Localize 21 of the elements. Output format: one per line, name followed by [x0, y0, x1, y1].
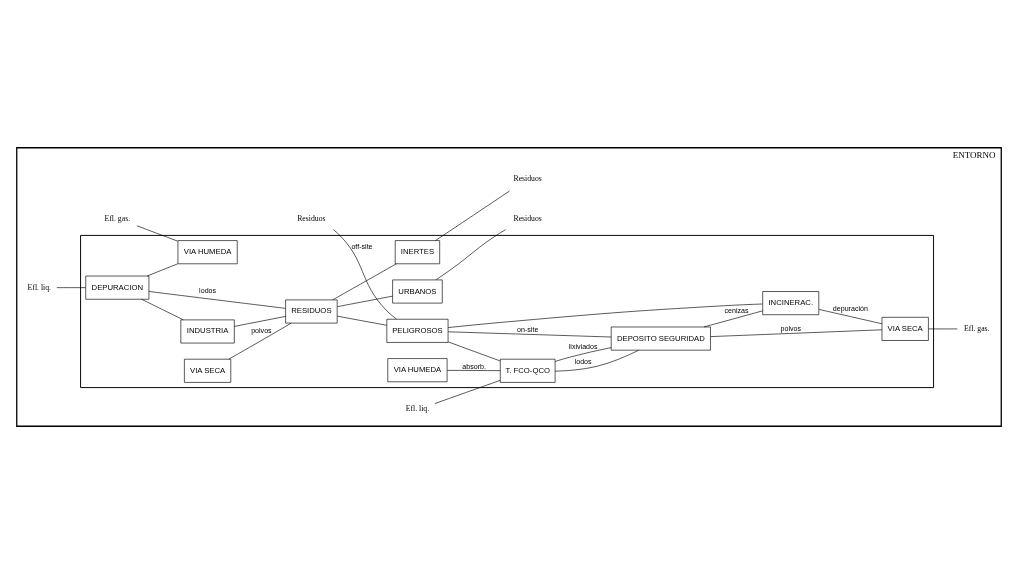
connector	[337, 295, 393, 307]
connector	[228, 322, 292, 360]
connector	[928, 328, 958, 330]
connector	[703, 310, 763, 328]
connector	[435, 190, 510, 241]
connector	[136, 225, 179, 242]
connector	[818, 309, 883, 325]
connector	[447, 303, 763, 328]
connector	[710, 329, 883, 337]
connector	[447, 341, 501, 362]
cluster	[80, 234, 935, 389]
connector	[146, 263, 179, 277]
connector	[148, 291, 286, 309]
connector	[141, 298, 184, 321]
connector	[333, 229, 397, 320]
connector	[554, 349, 639, 372]
connector	[234, 316, 286, 327]
connector	[56, 287, 86, 288]
connector	[435, 229, 506, 281]
connector	[434, 380, 501, 404]
connector	[332, 263, 397, 301]
